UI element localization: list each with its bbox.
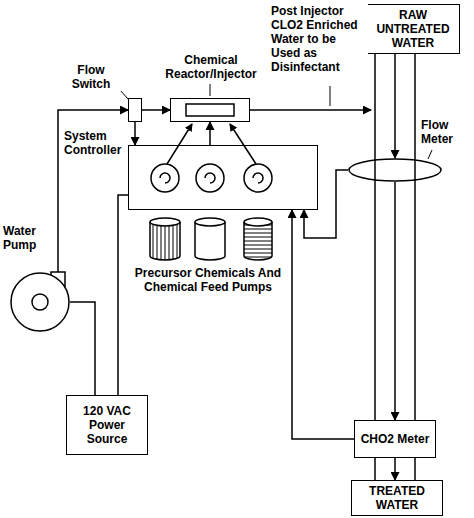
meter-box: CHO2 Meter: [354, 420, 436, 458]
flow-connector: [134, 122, 136, 145]
feed-arrow: [167, 124, 192, 164]
controller-box: System Controller: [128, 145, 318, 210]
chemical-tank: [150, 222, 180, 260]
power-box: 120 VAC Power Source: [66, 395, 148, 455]
feed-pump: [196, 164, 224, 192]
box-text: RAW UNTREATED WATER: [367, 8, 459, 50]
part-label: Chemical Reactor/Injector: [156, 53, 266, 81]
pump-impeller: [205, 173, 215, 183]
pump-impeller: [160, 173, 170, 183]
source-box: RAW UNTREATED WATER: [366, 4, 460, 54]
leader-line: [428, 150, 432, 159]
leader-line: [210, 84, 211, 96]
feed-arrow: [230, 124, 256, 164]
switch-box: Flow Switch: [128, 98, 142, 122]
meter-ring: Flow Meter: [348, 158, 442, 182]
meter-ellipse: [348, 158, 442, 182]
tank-top: [150, 218, 180, 226]
chemical-tank: [244, 222, 272, 260]
tank-top: [244, 218, 272, 226]
tank-top: [195, 218, 225, 226]
pump-symbol: Water Pump: [10, 272, 70, 332]
pipe-wall: [414, 458, 416, 480]
box-text: CHO2 Meter: [358, 432, 433, 446]
flow-connector: [209, 122, 211, 145]
chemical-tank: [195, 222, 225, 260]
flow-connector: [394, 54, 396, 158]
leader-line: [120, 90, 128, 99]
box-text: TREATED WATER: [352, 484, 442, 512]
flow-connector: [394, 458, 396, 480]
feed-pump: [151, 164, 179, 192]
part-label: System Controller: [63, 129, 127, 157]
reactor-chamber: [186, 104, 234, 116]
flow-connector: [142, 109, 170, 111]
feed-pump: [244, 164, 272, 192]
pipe-wall: [374, 458, 376, 480]
note-label: Post Injector CLO2 Enriched Water to be …: [270, 4, 368, 74]
pump-casing: [10, 272, 70, 332]
leader-line: [330, 86, 331, 106]
part-label: Water Pump: [2, 224, 52, 252]
flow-connector: [394, 182, 396, 420]
pump-impeller: [253, 173, 263, 183]
part-label: Flow Meter: [420, 118, 470, 146]
pipe-wall: [414, 54, 416, 420]
flow-connector: [118, 195, 128, 395]
flow-connector: [304, 170, 348, 238]
flow-connector: [250, 109, 371, 111]
flow-connector: [292, 210, 354, 439]
note-label: Precursor Chemicals And Chemical Feed Pu…: [128, 266, 288, 294]
flow-connector: [70, 302, 95, 395]
part-label: Flow Switch: [61, 63, 121, 91]
box-text: 120 VAC Power Source: [67, 404, 147, 446]
reactor-box: Chemical Reactor/Injector: [170, 98, 250, 122]
pipe-wall: [374, 54, 376, 420]
sink-box: TREATED WATER: [351, 480, 443, 516]
